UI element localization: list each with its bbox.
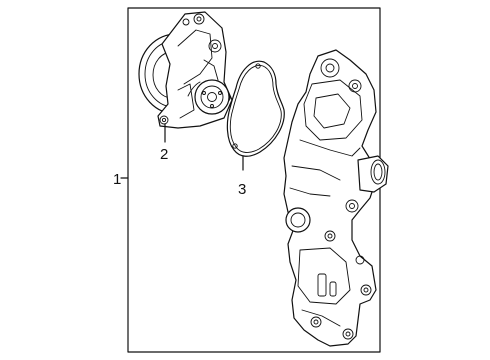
callout-label-2: 2 — [160, 146, 168, 163]
callout-label-1: 1 — [113, 171, 121, 188]
callout-label-3: 3 — [238, 181, 246, 198]
assembly-bracket — [127, 7, 381, 353]
gasket-drawing — [226, 60, 285, 157]
pump-housing-drawing — [283, 49, 389, 347]
water-pump-drawing — [138, 11, 233, 129]
